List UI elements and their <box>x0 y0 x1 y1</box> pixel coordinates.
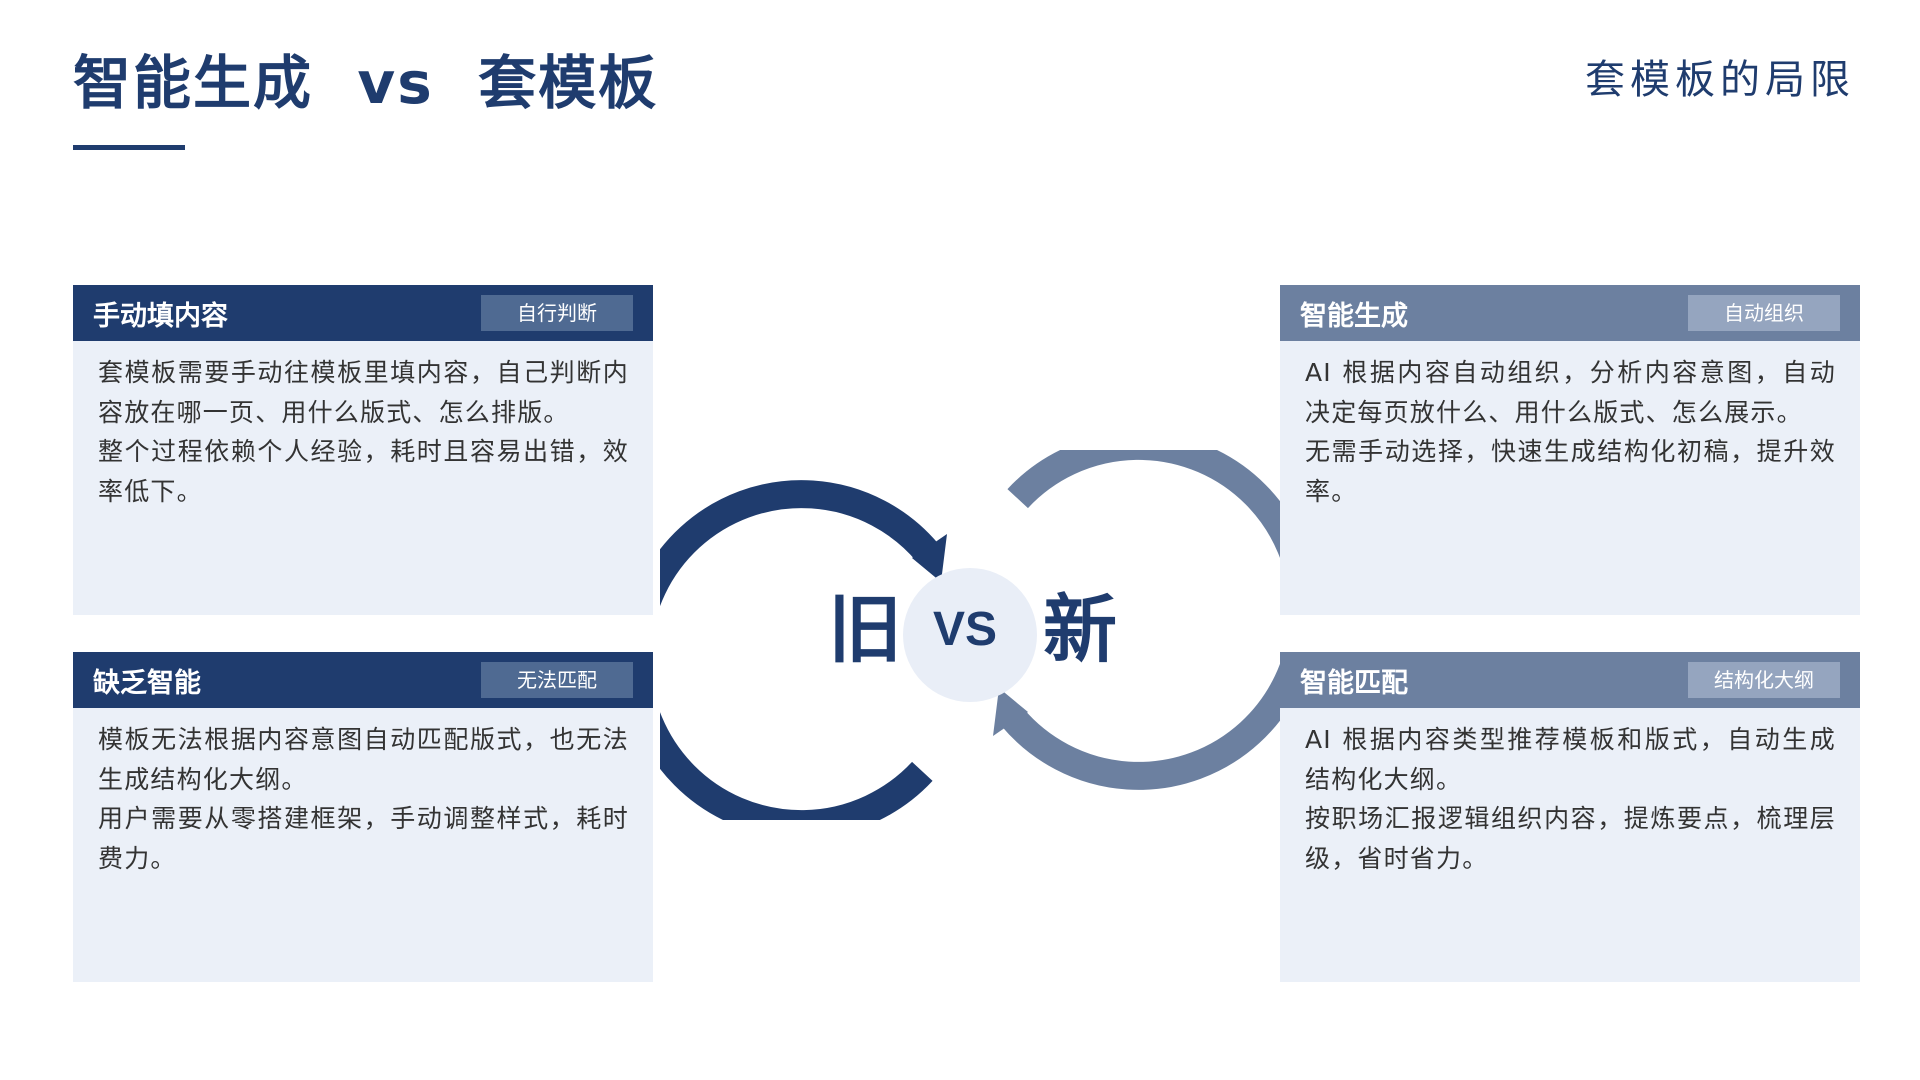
card-lack-intelligence: 缺乏智能 无法匹配 模板无法根据内容意图自动匹配版式，也无法生成结构化大纲。 用… <box>73 652 653 982</box>
new-arc <box>1001 450 1280 790</box>
card-body: AI 根据内容自动组织，分析内容意图，自动决定每页放什么、用什么版式、怎么展示。… <box>1280 341 1860 511</box>
card-text: 无需手动选择，快速生成结构化初稿，提升效率。 <box>1305 437 1836 506</box>
old-vs-new-graphic: 旧 VS 新 <box>660 450 1280 820</box>
card-text: 用户需要从零搭建框架，手动调整样式，耗时费力。 <box>98 804 629 873</box>
new-arrowhead <box>993 688 1028 736</box>
card-manual-fill: 手动填内容 自行判断 套模板需要手动往模板里填内容，自己判断内容放在哪一页、用什… <box>73 285 653 615</box>
cycle-arrows-graphic <box>660 450 1280 820</box>
card-header: 手动填内容 自行判断 <box>73 285 653 341</box>
title-underline <box>73 145 185 150</box>
card-header: 智能生成 自动组织 <box>1280 285 1860 341</box>
card-body: 套模板需要手动往模板里填内容，自己判断内容放在哪一页、用什么版式、怎么排版。 整… <box>73 341 653 511</box>
card-title: 智能生成 <box>1300 300 1408 332</box>
card-text: 模板无法根据内容意图自动匹配版式，也无法生成结构化大纲。 <box>98 725 629 794</box>
card-header: 缺乏智能 无法匹配 <box>73 652 653 708</box>
old-arrowhead <box>912 534 947 582</box>
card-tag: 自行判断 <box>481 295 633 331</box>
card-body: AI 根据内容类型推荐模板和版式，自动生成结构化大纲。 按职场汇报逻辑组织内容，… <box>1280 708 1860 878</box>
card-title: 智能匹配 <box>1300 667 1408 699</box>
vs-label: VS <box>932 603 998 656</box>
card-title: 缺乏智能 <box>93 667 201 699</box>
card-text: 套模板需要手动往模板里填内容，自己判断内容放在哪一页、用什么版式、怎么排版。 <box>98 358 629 427</box>
card-tag: 自动组织 <box>1688 295 1840 331</box>
card-text: 按职场汇报逻辑组织内容，提炼要点，梳理层级，省时省力。 <box>1305 804 1836 873</box>
card-text: 整个过程依赖个人经验，耗时且容易出错，效率低下。 <box>98 437 629 506</box>
page-subtitle: 套模板的局限 <box>1585 57 1855 103</box>
card-smart-generate: 智能生成 自动组织 AI 根据内容自动组织，分析内容意图，自动决定每页放什么、用… <box>1280 285 1860 615</box>
new-label: 新 <box>1043 587 1117 673</box>
card-title: 手动填内容 <box>93 300 228 332</box>
card-tag: 结构化大纲 <box>1688 662 1840 698</box>
page-title: 智能生成 vs 套模板 <box>73 49 659 117</box>
vs-circle <box>903 568 1037 702</box>
card-tag: 无法匹配 <box>481 662 633 698</box>
card-text: AI 根据内容类型推荐模板和版式，自动生成结构化大纲。 <box>1305 725 1836 794</box>
old-label: 旧 <box>828 587 902 673</box>
card-smart-match: 智能匹配 结构化大纲 AI 根据内容类型推荐模板和版式，自动生成结构化大纲。 按… <box>1280 652 1860 982</box>
card-header: 智能匹配 结构化大纲 <box>1280 652 1860 708</box>
old-arc <box>660 480 939 820</box>
card-body: 模板无法根据内容意图自动匹配版式，也无法生成结构化大纲。 用户需要从零搭建框架，… <box>73 708 653 878</box>
card-text: AI 根据内容自动组织，分析内容意图，自动决定每页放什么、用什么版式、怎么展示。 <box>1305 358 1836 427</box>
